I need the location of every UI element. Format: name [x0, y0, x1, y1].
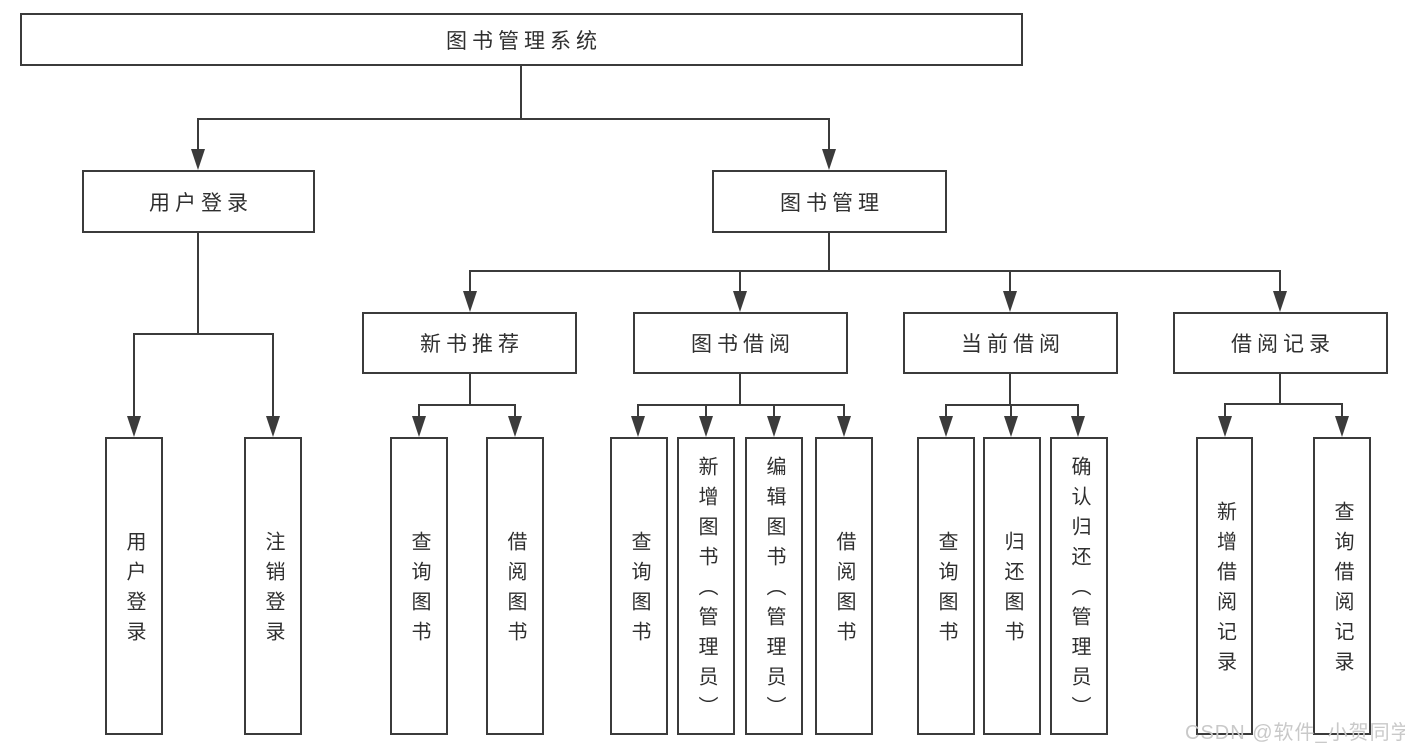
leaf-query-borrow-record: 查询借阅记录	[1313, 437, 1371, 735]
leaf-confirm-return-admin-label: 确认归还（管理员）	[1068, 456, 1090, 726]
leaf-logout: 注销登录	[244, 437, 302, 735]
leaf-edit-book-admin: 编辑图书（管理员）	[745, 437, 803, 735]
connector-newbook-to-leaves	[412, 374, 522, 437]
leaf-edit-book-admin-label: 编辑图书（管理员）	[763, 456, 785, 726]
leaf-query-books-newbook-label: 查询图书	[408, 531, 430, 651]
leaf-add-book-admin-label: 新增图书（管理员）	[695, 456, 717, 726]
leaf-query-borrow-record-label: 查询借阅记录	[1331, 501, 1353, 681]
leaf-borrow-books-newbook: 借阅图书	[486, 437, 544, 735]
leaf-user-login-label: 用户登录	[123, 531, 145, 651]
node-user-login: 用户登录	[82, 170, 315, 233]
leaf-return-book: 归还图书	[983, 437, 1041, 735]
leaf-confirm-return-admin: 确认归还（管理员）	[1050, 437, 1108, 735]
leaf-borrow-books-borrowing-label: 借阅图书	[833, 531, 855, 651]
leaf-borrow-books-borrowing: 借阅图书	[815, 437, 873, 735]
node-user-login-label: 用户登录	[149, 191, 253, 215]
leaf-query-books-current-label: 查询图书	[935, 531, 957, 651]
connector-login-to-leaves	[127, 233, 280, 437]
leaf-add-borrow-record: 新增借阅记录	[1196, 437, 1253, 735]
leaf-borrow-books-newbook-label: 借阅图书	[504, 531, 526, 651]
node-root-system: 图书管理系统	[20, 13, 1023, 66]
leaf-query-books-newbook: 查询图书	[390, 437, 448, 735]
connector-records-to-leaves	[1218, 374, 1349, 437]
leaf-add-borrow-record-label: 新增借阅记录	[1213, 501, 1236, 681]
leaf-user-login: 用户登录	[105, 437, 163, 735]
node-borrowing-records: 借阅记录	[1173, 312, 1388, 374]
connector-root-to-level2	[191, 66, 836, 170]
leaf-return-book-label: 归还图书	[1001, 531, 1023, 651]
leaf-add-book-admin: 新增图书（管理员）	[677, 437, 735, 735]
node-book-management: 图书管理	[712, 170, 947, 233]
node-current-borrowing: 当前借阅	[903, 312, 1118, 374]
node-book-management-label: 图书管理	[780, 191, 884, 215]
node-book-borrowing: 图书借阅	[633, 312, 848, 374]
leaf-logout-label: 注销登录	[262, 531, 284, 651]
node-book-borrowing-label: 图书借阅	[691, 333, 795, 356]
node-new-book-recommendation: 新书推荐	[362, 312, 577, 374]
node-current-borrowing-label: 当前借阅	[961, 333, 1065, 356]
connector-mgmt-to-level3	[463, 233, 1287, 312]
node-new-book-recommendation-label: 新书推荐	[420, 333, 524, 356]
leaf-query-books-current: 查询图书	[917, 437, 975, 735]
leaf-query-books-borrowing: 查询图书	[610, 437, 668, 735]
leaf-query-books-borrowing-label: 查询图书	[628, 531, 650, 651]
node-root-label: 图书管理系统	[446, 29, 602, 53]
connector-borrow-to-leaves	[631, 374, 851, 437]
node-borrowing-records-label: 借阅记录	[1231, 333, 1335, 356]
connector-current-to-leaves	[939, 374, 1085, 437]
csdn-watermark: CSDN @软件_小贺同学	[1185, 722, 1405, 744]
